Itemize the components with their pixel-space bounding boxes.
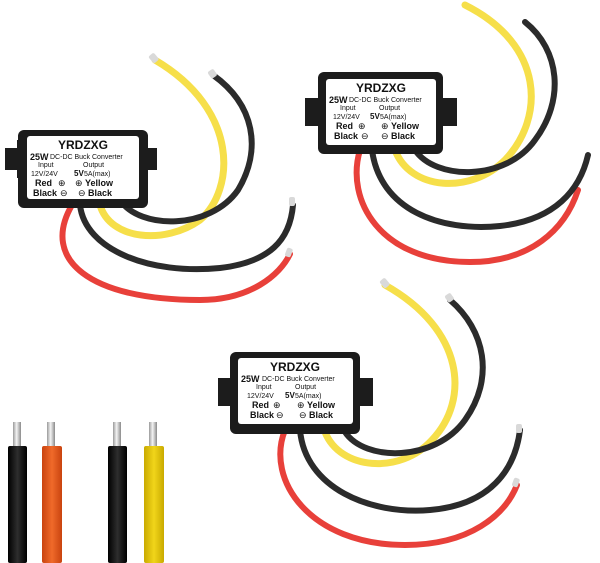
- output-header: Output: [83, 162, 104, 169]
- label-module-3: YRDZXG 25W DC-DC Buck Converter Input Ou…: [241, 360, 336, 420]
- output-negative-label: Black: [391, 131, 416, 141]
- power-text: 25W: [241, 374, 260, 384]
- output-negative-label: Black: [88, 188, 113, 198]
- converter-module-2: [305, 72, 457, 154]
- output-positive-label: Yellow: [307, 400, 336, 410]
- output-header: Output: [295, 384, 316, 391]
- converter-type-text: DC-DC Buck Converter: [262, 376, 335, 383]
- output-positive-label: Yellow: [85, 178, 114, 188]
- input-positive-label: Red: [252, 400, 269, 410]
- converter-type-text: DC-DC Buck Converter: [50, 154, 123, 161]
- output-voltage-text: 5V: [74, 169, 84, 178]
- module-3-wire-tips: [379, 278, 522, 488]
- brand-text: YRDZXG: [58, 138, 108, 152]
- power-text: 25W: [30, 152, 49, 162]
- plus-symbol: ⊕: [273, 400, 281, 410]
- input-negative-label: Black: [250, 410, 275, 420]
- input-voltage-text: 12V/24V: [333, 114, 360, 121]
- minus-symbol: ⊖: [299, 410, 307, 420]
- input-negative-label: Black: [334, 131, 359, 141]
- heat-shrink-tube-black-2: [108, 422, 127, 563]
- module-1-wires: [59, 56, 296, 304]
- plus-symbol: ⊕: [297, 400, 305, 410]
- converter-module-3: [218, 352, 373, 434]
- plus-symbol: ⊕: [75, 178, 83, 188]
- input-header: Input: [256, 384, 272, 391]
- brand-text: YRDZXG: [270, 360, 320, 374]
- output-current-text: 5A(max): [84, 171, 110, 178]
- minus-symbol: ⊖: [381, 131, 389, 141]
- output-header: Output: [379, 105, 400, 112]
- input-header: Input: [38, 162, 54, 169]
- heat-shrink-tube-orange: [42, 422, 62, 563]
- input-negative-label: Black: [33, 188, 58, 198]
- converter-module-1: [5, 130, 157, 208]
- label-module-1: YRDZXG 25W DC-DC Buck Converter Input Ou…: [30, 138, 123, 198]
- module-1-wire-tips: [148, 53, 295, 258]
- input-header: Input: [340, 105, 356, 112]
- output-negative-label: Black: [309, 410, 334, 420]
- input-positive-label: Red: [336, 121, 353, 131]
- output-positive-label: Yellow: [391, 121, 420, 131]
- module-3-wires: [277, 281, 523, 549]
- heat-shrink-tube-black-1: [8, 422, 27, 563]
- label-module-2: YRDZXG 25W DC-DC Buck Converter Input Ou…: [329, 81, 422, 141]
- power-text: 25W: [329, 95, 348, 105]
- output-voltage-text: 5V: [285, 391, 295, 400]
- plus-symbol: ⊕: [58, 178, 66, 188]
- module-2-wires: [353, 1, 591, 266]
- brand-text: YRDZXG: [356, 81, 406, 95]
- output-voltage-text: 5V: [370, 112, 380, 121]
- input-voltage-text: 12V/24V: [247, 393, 274, 400]
- output-current-text: 5A(max): [295, 393, 321, 400]
- minus-symbol: ⊖: [60, 188, 68, 198]
- minus-symbol: ⊖: [276, 410, 284, 420]
- input-voltage-text: 12V/24V: [31, 171, 58, 178]
- converter-type-text: DC-DC Buck Converter: [349, 97, 422, 104]
- output-current-text: 5A(max): [380, 114, 406, 121]
- input-positive-label: Red: [35, 178, 52, 188]
- plus-symbol: ⊕: [358, 121, 366, 131]
- minus-symbol: ⊖: [361, 131, 369, 141]
- plus-symbol: ⊕: [381, 121, 389, 131]
- minus-symbol: ⊖: [78, 188, 86, 198]
- heat-shrink-tube-yellow: [144, 422, 164, 563]
